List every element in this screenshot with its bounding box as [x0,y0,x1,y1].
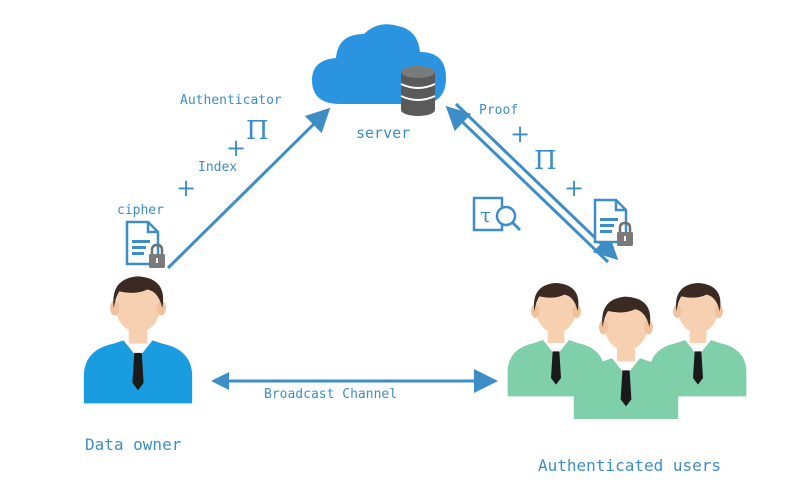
pi-symbol-left: Π [246,116,269,146]
proof-document-icon [593,198,635,248]
proof-arrow [454,102,619,261]
query-arrow [445,105,610,264]
plus-sign: + [510,120,531,148]
upload-arrow [166,107,331,270]
authenticated-users-label: Authenticated users [538,456,722,475]
proof-label: Proof [479,103,519,118]
svg-text:τ: τ [480,203,491,227]
plus-sign: + [564,174,585,202]
cipher-label: cipher [117,203,164,218]
plus-sign: + [226,134,247,162]
server-label: server [356,124,411,142]
broadcast-channel-label: Broadcast Channel [264,387,398,402]
database-icon [400,66,436,116]
plus-sign: + [176,174,197,202]
token-search-icon: τ [472,196,522,232]
authenticator-label: Authenticator [180,93,282,108]
index-label: Index [198,160,238,175]
pi-symbol-right: Π [534,146,557,176]
authenticated-users-icon [507,283,747,419]
data-owner-icon [83,276,193,404]
data-owner-label: Data owner [85,435,182,454]
cipher-document-icon [125,220,167,270]
